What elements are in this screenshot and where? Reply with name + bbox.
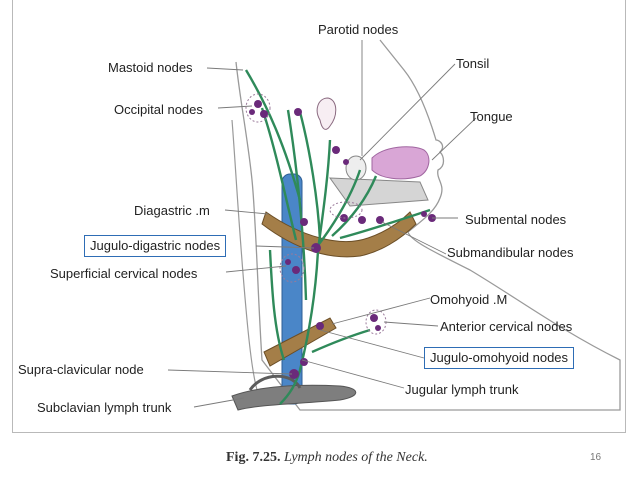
ear — [316, 97, 337, 130]
figure-title: Lymph nodes of the Neck. — [283, 450, 428, 465]
tonsil-shape — [345, 155, 367, 181]
subclavian-vessel — [231, 384, 357, 411]
label-occipital-nodes: Occipital nodes — [114, 102, 203, 117]
subclavian-loop — [248, 374, 302, 391]
lymph-vessels — [244, 69, 431, 405]
label-parotid-nodes: Parotid nodes — [318, 22, 399, 37]
label-jugulo-digastric-nodes: Jugulo-digastric nodes — [84, 235, 227, 257]
label-submental-nodes: Submental nodes — [465, 212, 567, 227]
label-diagastric-m: Diagastric .m — [134, 203, 210, 218]
label-submandibular-nodes: Submandibular nodes — [447, 245, 574, 260]
label-tongue: Tongue — [470, 109, 513, 124]
leader-lines — [167, 40, 477, 408]
figure-number: Fig. 7.25. — [226, 450, 281, 465]
label-jugulo-omohyoid-nodes: Jugulo-omohyoid nodes — [424, 347, 575, 369]
label-superficial-cervical-nodes: Superficial cervical nodes — [50, 266, 198, 281]
label-omohyoid-m: Omohyoid .M — [430, 292, 508, 307]
tongue-shape — [371, 146, 430, 180]
label-subclavian-lymph-trunk: Subclavian lymph trunk — [37, 400, 172, 415]
label-jugular-lymph-trunk: Jugular lymph trunk — [405, 382, 519, 397]
lymph-node-dots — [249, 100, 436, 379]
page-number: 16 — [590, 452, 602, 463]
label-supra-clavicular-node: Supra-clavicular node — [18, 362, 144, 377]
label-mastoid-nodes: Mastoid nodes — [108, 60, 193, 75]
label-anterior-cervical-nodes: Anterior cervical nodes — [440, 319, 573, 334]
label-tonsil: Tonsil — [456, 56, 490, 71]
figure-caption: Fig. 7.25. Lymph nodes of the Neck. — [226, 450, 428, 466]
head-outline — [235, 39, 621, 411]
